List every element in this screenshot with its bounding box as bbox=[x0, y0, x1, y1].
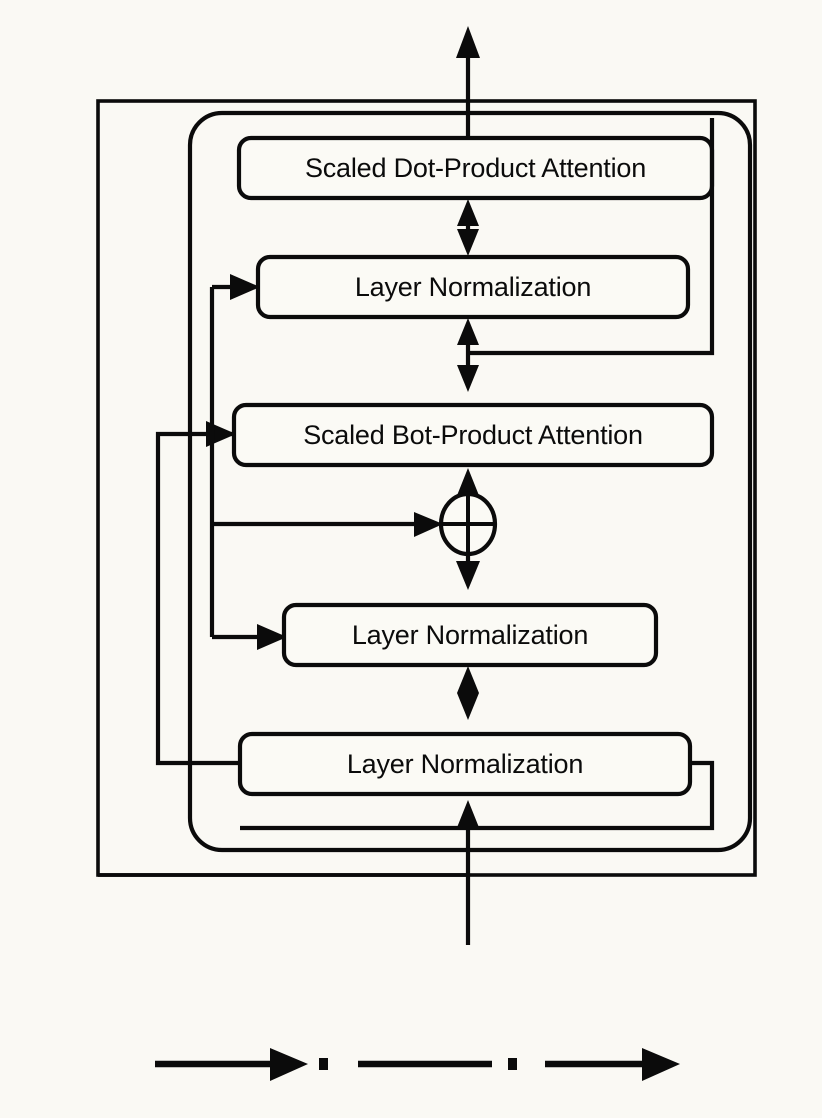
layer-normalization-top-block[interactable]: Layer Normalization bbox=[255, 254, 691, 320]
block-label: Layer Normalization bbox=[347, 749, 583, 779]
input-line-bottom bbox=[456, 800, 480, 945]
residual-input-into-add bbox=[212, 512, 443, 537]
bidirectional-arrow-layernorm-middle-bottom bbox=[457, 666, 479, 720]
legend-dot-2 bbox=[508, 1058, 517, 1070]
residual-wire-right-upper bbox=[470, 118, 715, 356]
output-arrow-top bbox=[456, 26, 480, 140]
feedback-bus-outer-left bbox=[155, 431, 240, 766]
flow-legend bbox=[155, 1048, 680, 1081]
legend-dot-1 bbox=[319, 1058, 328, 1070]
block-shape bbox=[281, 602, 659, 668]
block-label: Layer Normalization bbox=[355, 272, 591, 302]
scaled-dot-product-attention-block[interactable]: Scaled Dot-Product Attention bbox=[236, 135, 715, 201]
legend-arrow-1 bbox=[155, 1048, 308, 1081]
block-label: Scaled Dot-Product Attention bbox=[305, 153, 646, 183]
layer-normalization-middle-block[interactable]: Layer Normalization bbox=[281, 602, 659, 668]
arrow-into-layer-normalization-middle bbox=[257, 624, 287, 650]
block-shape bbox=[231, 402, 715, 468]
layer-normalization-bottom-block[interactable]: Layer Normalization bbox=[237, 731, 693, 797]
legend-arrow-2 bbox=[545, 1048, 680, 1081]
bidirectional-arrow-layernorm-top-botproduct bbox=[457, 318, 479, 392]
bidirectional-arrow-sdpa-layernorm-top bbox=[457, 199, 479, 256]
block-label: Scaled Bot-Product Attention bbox=[303, 420, 643, 450]
scaled-bot-product-attention-block[interactable]: Scaled Bot-Product Attention bbox=[231, 402, 715, 468]
arrow-into-layer-normalization-top bbox=[230, 274, 260, 300]
residual-add-operator bbox=[438, 468, 498, 590]
block-label: Layer Normalization bbox=[352, 620, 588, 650]
